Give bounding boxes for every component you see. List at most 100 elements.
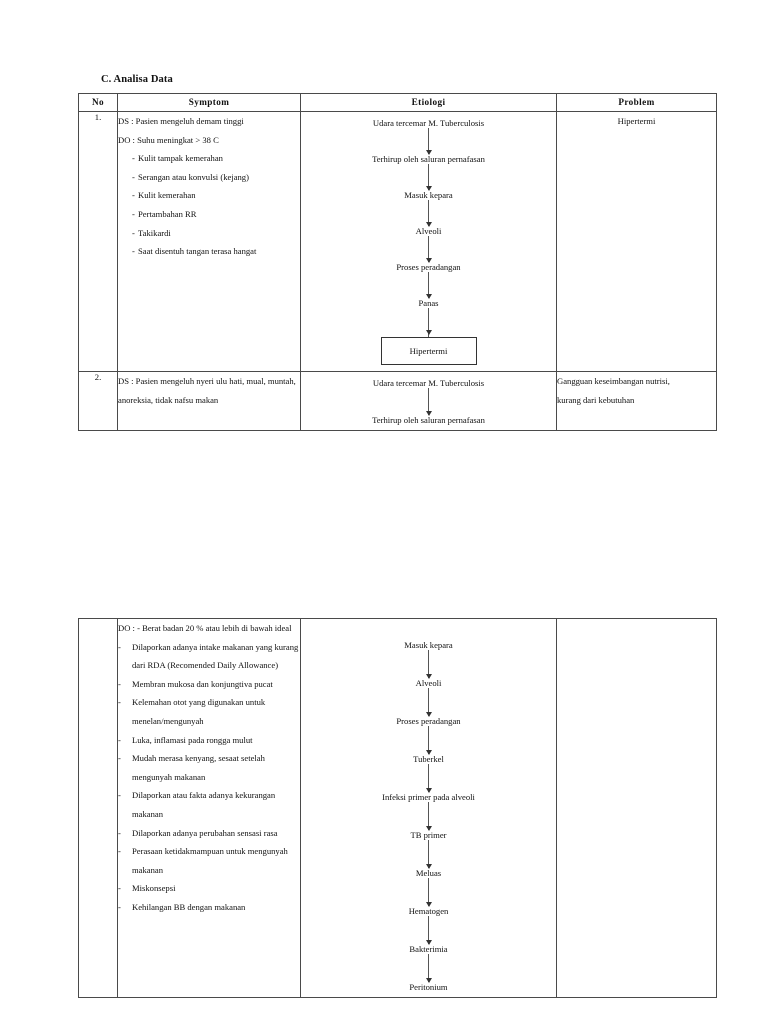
symptom-ds: DS : Pasien mengeluh nyeri ulu hati, mua…	[118, 376, 296, 405]
arrow-down-icon	[425, 750, 432, 755]
list-item: - Kulit kemerahan	[118, 186, 300, 205]
list-item: - Miskonsepsi	[118, 879, 300, 898]
flow-node-label: Udara tercemar M. Tuberculosis	[370, 378, 487, 388]
analisa-data-table-continued: DO : - Berat badan 20 % atau lebih di ba…	[78, 618, 717, 998]
table-row: 2. DS : Pasien mengeluh nyeri ulu hati, …	[78, 371, 717, 431]
flow-node-label: Hematogen	[406, 906, 451, 916]
flow-gap	[301, 165, 556, 191]
flow-node: Masuk kepara	[301, 189, 556, 201]
etiologi-flowchart: Udara tercemar M. Tuberculosis Terhirup …	[301, 372, 556, 430]
symptom-do: DO : Suhu meningkat > 38 C	[118, 134, 219, 145]
arrow-down-icon	[425, 258, 432, 263]
flow-node-label: Terhirup oleh saluran pernafasan	[370, 154, 487, 164]
dash-bullet: -	[118, 883, 121, 894]
list-item-label: Dilaporkan atau fakta adanya kekurangan …	[132, 790, 276, 819]
list-item: - Saat disentuh tangan terasa hangat	[118, 242, 300, 261]
flow-gap	[301, 955, 556, 983]
flow-node-label: Alveoli	[413, 678, 444, 688]
flow-gap	[301, 727, 556, 755]
flow-gap	[301, 309, 556, 335]
flow-node-label: Masuk kepara	[402, 640, 455, 650]
dash-bullet: -	[118, 790, 121, 801]
list-item-label: Luka, inflamasi pada rongga mulut	[132, 734, 253, 745]
list-item-label: Miskonsepsi	[132, 883, 176, 894]
dash-bullet: -	[132, 246, 135, 257]
list-item: - Perasaan ketidakmampuan untuk mengunya…	[118, 842, 300, 879]
flow-connector-line	[428, 649, 429, 987]
symptom-do: DO : - Berat badan 20 % atau lebih di ba…	[118, 623, 292, 633]
flow-gap	[301, 129, 556, 155]
arrow-down-icon	[425, 222, 432, 227]
list-item-label: Dilaporkan adanya perubahan sensasi rasa	[132, 827, 278, 838]
flow-node: TB primer	[301, 829, 556, 841]
flow-box-label: Hipertermi	[409, 346, 448, 356]
problem-text-line2: kurang dari kebutuhan	[557, 394, 635, 405]
symptom-ds: DS : Pasien mengeluh demam tinggi	[118, 116, 244, 126]
list-item: - Dilaporkan adanya intake makanan yang …	[118, 638, 300, 675]
dash-bullet: -	[118, 827, 121, 838]
flow-node-label: Infeksi primer pada alveoli	[380, 792, 477, 802]
flow-gap	[301, 651, 556, 679]
etiologi-cell: Udara tercemar M. Tuberculosis Terhirup …	[300, 111, 557, 372]
flow-node: Udara tercemar M. Tuberculosis	[301, 117, 556, 129]
page-title: C. Analisa Data	[101, 74, 173, 85]
flow-gap	[301, 917, 556, 945]
list-item-label: Perasaan ketidakmampuan untuk mengunyah …	[132, 846, 288, 875]
flow-node-label: Masuk kepara	[402, 190, 455, 200]
list-item: - Luka, inflamasi pada rongga mulut	[118, 731, 300, 750]
dash-bullet: -	[118, 753, 121, 764]
dash-bullet: -	[132, 227, 135, 238]
list-item: - Kelemahan otot yang digunakan untuk me…	[118, 693, 300, 730]
arrow-down-icon	[425, 940, 432, 945]
dash-bullet: -	[118, 678, 121, 689]
list-item: - Membran mukosa dan konjungtiva pucat	[118, 675, 300, 694]
problem-cell: Gangguan keseimbangan nutrisi, kurang da…	[556, 371, 717, 431]
flow-connector-line	[428, 386, 429, 416]
dash-bullet: -	[118, 846, 121, 857]
flow-node: Bakterimia	[301, 943, 556, 955]
list-item: - Dilaporkan adanya perubahan sensasi ra…	[118, 824, 300, 843]
list-item-label: Pertambahan RR	[138, 208, 197, 219]
flow-gap	[301, 765, 556, 793]
flow-gap	[301, 803, 556, 831]
list-item-label: Takikardi	[138, 227, 171, 238]
arrow-down-icon	[425, 864, 432, 869]
arrow-down-icon	[425, 978, 432, 983]
arrow-down-icon	[425, 330, 432, 335]
dash-bullet: -	[118, 697, 121, 708]
list-item: - Serangan atau konvulsi (kejang)	[118, 168, 300, 187]
column-header-no: No	[78, 93, 118, 112]
flow-node: Terhirup oleh saluran pernafasan	[301, 153, 556, 165]
dash-bullet: -	[118, 734, 121, 745]
etiologi-cell-continued: Masuk kepara Alveoli Proses peradangan T…	[300, 618, 557, 998]
flow-node: Infeksi primer pada alveoli	[301, 791, 556, 803]
table-row: DO : - Berat badan 20 % atau lebih di ba…	[78, 618, 717, 998]
symptom-cell: DS : Pasien mengeluh nyeri ulu hati, mua…	[117, 371, 301, 431]
list-item-label: Membran mukosa dan konjungtiva pucat	[132, 678, 273, 689]
flow-node-label: Terhirup oleh saluran pernafasan	[370, 415, 487, 425]
flow-node: Udara tercemar M. Tuberculosis	[301, 377, 556, 389]
problem-cell-continued	[556, 618, 717, 998]
flow-node-label: Peritonium	[407, 982, 450, 992]
flow-node: Meluas	[301, 867, 556, 879]
list-item-label: Kulit tampak kemerahan	[138, 153, 223, 164]
analisa-data-table: No Symptom Etiologi Problem 1. DS : Pasi…	[78, 93, 717, 431]
arrow-down-icon	[425, 788, 432, 793]
dash-bullet: -	[132, 208, 135, 219]
flow-gap	[301, 389, 556, 416]
column-header-symptom: Symptom	[117, 93, 301, 112]
etiologi-cell: Udara tercemar M. Tuberculosis Terhirup …	[300, 371, 557, 431]
arrow-down-icon	[425, 674, 432, 679]
problem-text-line1: Gangguan keseimbangan nutrisi,	[557, 376, 670, 386]
flow-node: Proses peradangan	[301, 715, 556, 727]
dash-bullet: -	[132, 171, 135, 182]
dash-bullet: -	[118, 901, 121, 912]
flow-node: Proses peradangan	[301, 261, 556, 273]
flow-node: Alveoli	[301, 677, 556, 689]
flow-node: Terhirup oleh saluran pernafasan	[301, 414, 556, 426]
flow-node-label: Meluas	[413, 868, 444, 878]
flow-node: Hematogen	[301, 905, 556, 917]
dash-bullet: -	[132, 190, 135, 201]
list-item: - Dilaporkan atau fakta adanya kekuranga…	[118, 786, 300, 823]
